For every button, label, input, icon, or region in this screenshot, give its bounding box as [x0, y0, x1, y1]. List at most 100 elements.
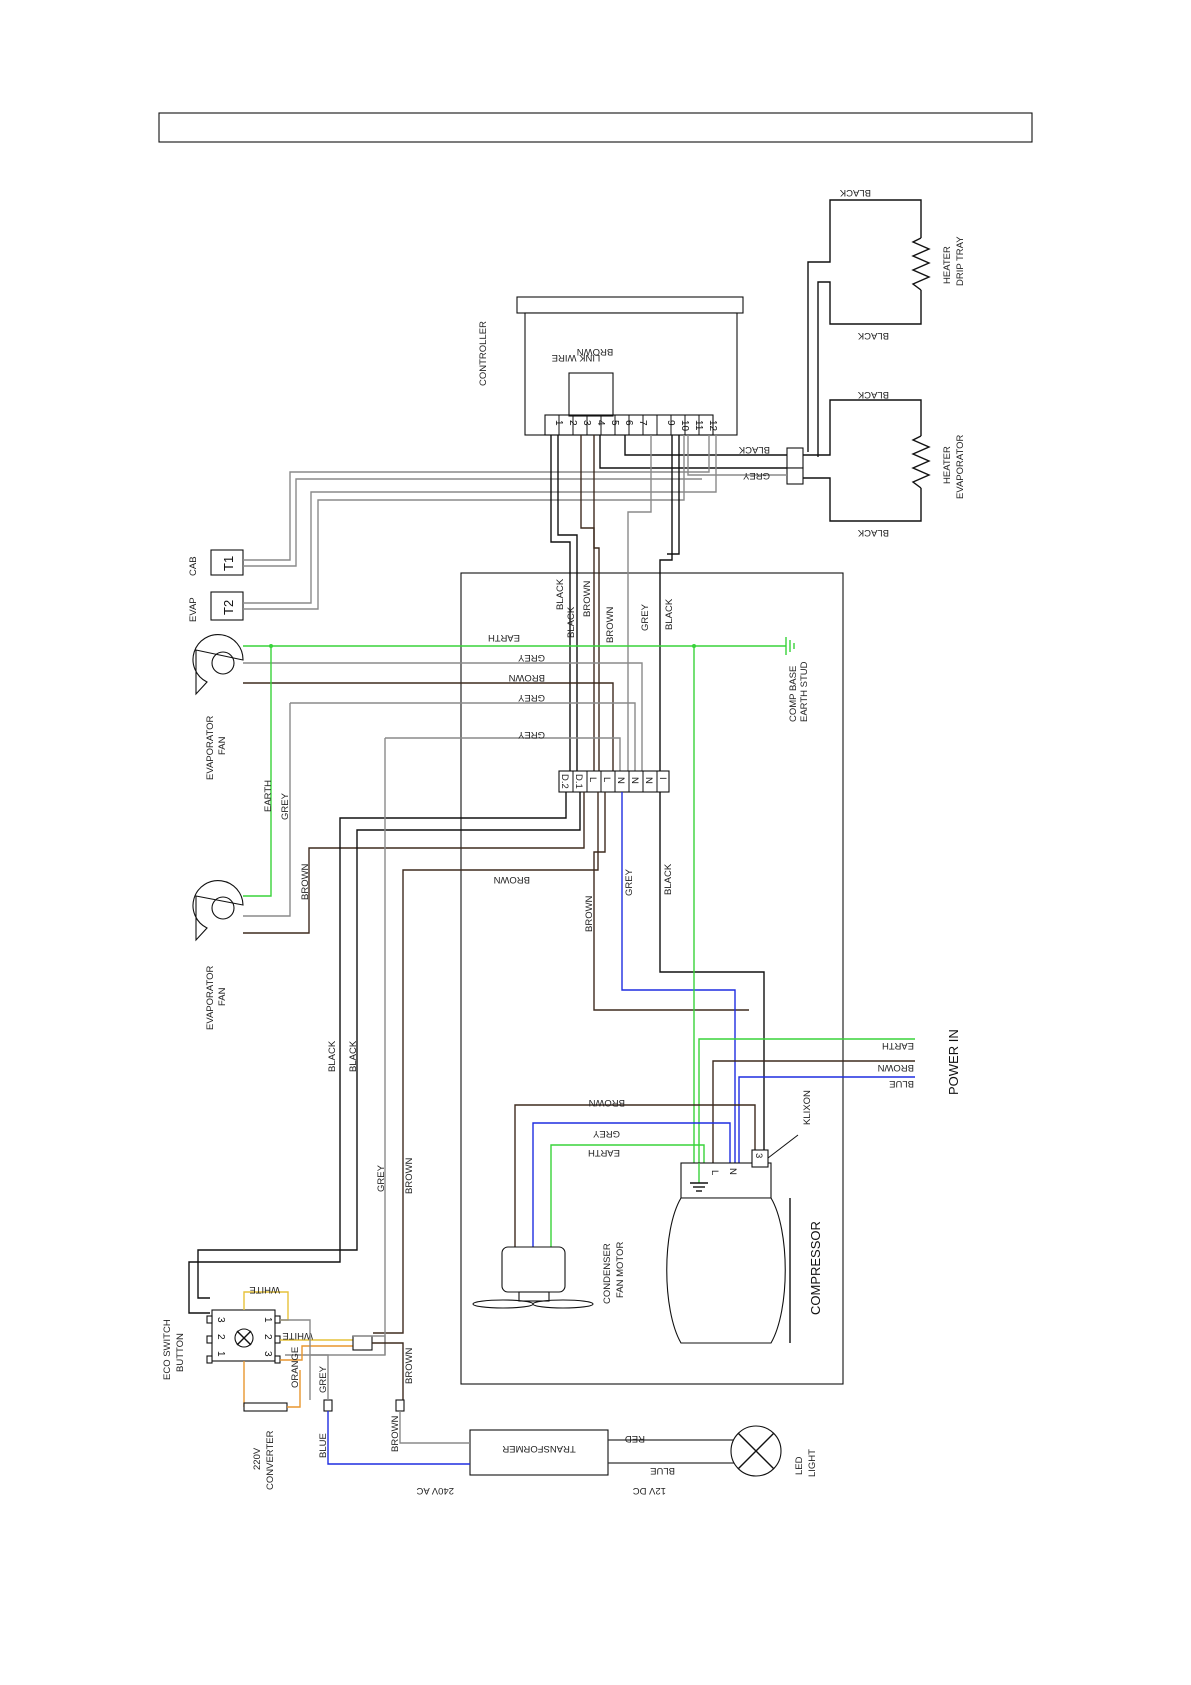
led-label-2: LIGHT [807, 1449, 818, 1477]
terminal-5: 5 [609, 420, 620, 426]
wire-label-grey-conv: GREY [318, 1365, 329, 1393]
eco-pin-1a: 1 [215, 1351, 226, 1357]
cond-wire-brown: BROWN [588, 1097, 625, 1108]
tb-n2: N [629, 777, 640, 784]
condenser-motor-body [501, 1246, 566, 1293]
terminal-12: 12 [707, 420, 718, 432]
cond-wire-earth: EARTH [588, 1147, 620, 1158]
wire-label-brown-fan: BROWN [300, 863, 311, 900]
wire-label-brown-trans: BROWN [404, 1347, 415, 1384]
wire-label-brown-comp: BROWN [584, 895, 595, 932]
transformer-ac-label: 240V AC [416, 1485, 454, 1496]
heater-connector-block: BLACK GREY [599, 435, 804, 485]
evap-fan-top-label-2: FAN [217, 736, 228, 755]
eco-pin-2a: 2 [215, 1334, 226, 1340]
controller-label: CONTROLLER [478, 321, 489, 386]
compressor-label: COMPRESSOR [808, 1221, 823, 1315]
wire-label-grey-b: GREY [517, 692, 545, 703]
evap-fan-bottom-label-1: EVAPORATOR [205, 965, 216, 1030]
tb-n1: N [615, 777, 626, 784]
converter-label-2: CONVERTER [265, 1430, 276, 1490]
heater-drip-tray: BLACK BLACK HEATER DRIP TRAY [807, 187, 966, 457]
terminal-block: D.2 D.1 L L N N N I [558, 770, 670, 793]
evap-fan-top-label-1: EVAPORATOR [205, 715, 216, 780]
power-earth-label: EARTH [882, 1040, 914, 1051]
sensor-t1: T1 CAB [188, 435, 710, 576]
cond-wire-grey: GREY [592, 1128, 620, 1139]
sensor-cab-label: CAB [188, 556, 199, 576]
converter-220v: 220V CONVERTER [243, 1370, 301, 1490]
klixon-label: KLIXON [802, 1090, 813, 1125]
terminal-7: 7 [637, 420, 648, 426]
power-blue-label: BLUE [889, 1078, 914, 1089]
wire-label-grey-fan: GREY [280, 792, 291, 820]
sensor-t1-box [210, 549, 244, 576]
wire-label-brown-a: BROWN [508, 672, 545, 683]
link-wire-label: LINK WIRE [552, 352, 601, 363]
wire-label-black-2: BLACK [566, 606, 577, 638]
wire-label-grey-1: GREY [640, 603, 651, 631]
terminal-4: 4 [595, 420, 606, 426]
title-bar [158, 112, 1033, 143]
sensor-t2: T2 EVAP [188, 435, 717, 622]
eco-pin-3b: 3 [262, 1351, 273, 1357]
wire-label-black-comp: BLACK [663, 863, 674, 895]
evaporator-fan-top: EVAPORATOR FAN GREY BROWN [192, 634, 643, 780]
controller: 1 2 3 4 5 6 7 9 10 11 12 CONTROLLER LINK… [478, 296, 744, 436]
evap-heater-label-2: EVAPORATOR [955, 434, 966, 499]
terminal-2: 2 [567, 420, 578, 426]
power-in: EARTH BROWN BLUE POWER IN [698, 1029, 961, 1163]
converter-label-1: 220V [252, 1447, 263, 1470]
wire-label-black-1: BLACK [555, 578, 566, 610]
eco-switch: 3 2 1 1 2 3 ECO SWITCH BUTTON WHITE WHIT… [162, 1284, 353, 1407]
heater-wire-grey: GREY [742, 470, 770, 481]
transformer: TRANSFORMER BLUE BROWN 240V AC 12V DC RE… [318, 1411, 744, 1496]
wire-label-grey-comp: GREY [624, 868, 635, 896]
tb-d2: D.2 [559, 774, 570, 789]
condenser-label-1: CONDENSER [602, 1243, 613, 1304]
heater-wire-black: BLACK [738, 444, 770, 455]
eco-switch-label-2: BUTTON [175, 1333, 186, 1372]
wire-label-earth-top: EARTH [488, 632, 520, 643]
evap-fan-bottom-label-2: FAN [217, 987, 228, 1006]
tb-l1: L [587, 777, 598, 782]
wire-label-grey-eco: GREY [376, 1164, 387, 1192]
terminal-11: 11 [693, 420, 704, 431]
wire-label-black-eco-2: BLACK [348, 1040, 359, 1072]
drip-tray-wire-top: BLACK [839, 187, 871, 198]
wire-label-blue-led: BLUE [650, 1465, 675, 1476]
wire-label-earth-fan: EARTH [263, 780, 274, 812]
tb-d1: D.1 [573, 774, 584, 789]
controller-body [524, 312, 738, 436]
sensor-evap-label: EVAP [188, 597, 199, 622]
wire-label-orange: ORANGE [290, 1347, 301, 1388]
wire-label-brown-eco-2: BROWN [404, 1157, 415, 1194]
compressor-compartment [460, 572, 844, 1385]
sensor-t1-label: T1 [221, 556, 236, 571]
eco-switch-body [211, 1309, 276, 1362]
wire-label-blue-trans: BLUE [318, 1433, 329, 1458]
transformer-label: TRANSFORMER [502, 1443, 576, 1454]
transformer-dc-label: 12V DC [633, 1485, 666, 1496]
controller-terminals: 1 2 3 4 5 6 7 9 10 11 12 [544, 414, 718, 436]
terminal-3: 3 [581, 420, 592, 426]
compressor: L N 3 COMPRESSOR KLIXON [666, 1090, 823, 1344]
earth-stud-label-1: COMP BASE [788, 666, 799, 722]
power-brown-label: BROWN [877, 1062, 914, 1073]
condenser-fan-motor: BROWN GREY EARTH CONDENSER FAN MOTOR [472, 1097, 756, 1309]
wire-label-brown-eco: BROWN [493, 874, 530, 885]
eco-switch-label-1: ECO SWITCH [162, 1319, 173, 1380]
heater-evaporator: BLACK BLACK HEATER EVAPORATOR [800, 389, 966, 538]
evap-heater-wire-top: BLACK [857, 389, 889, 400]
drip-tray-label-1: HEATER [942, 246, 953, 284]
drip-tray-wire-bottom: BLACK [857, 330, 889, 341]
sensor-t2-label: T2 [221, 600, 236, 615]
evap-heater-label-1: HEATER [942, 446, 953, 484]
link-wire-colour: BROWN [577, 346, 614, 357]
power-in-label: POWER IN [946, 1029, 961, 1095]
evaporator-fan-bottom: EVAPORATOR FAN EARTH GREY BROWN [192, 646, 585, 1030]
eco-pin-2b: 2 [262, 1334, 273, 1340]
wire-label-white-1: WHITE [249, 1284, 280, 1295]
transformer-box [469, 1429, 609, 1476]
